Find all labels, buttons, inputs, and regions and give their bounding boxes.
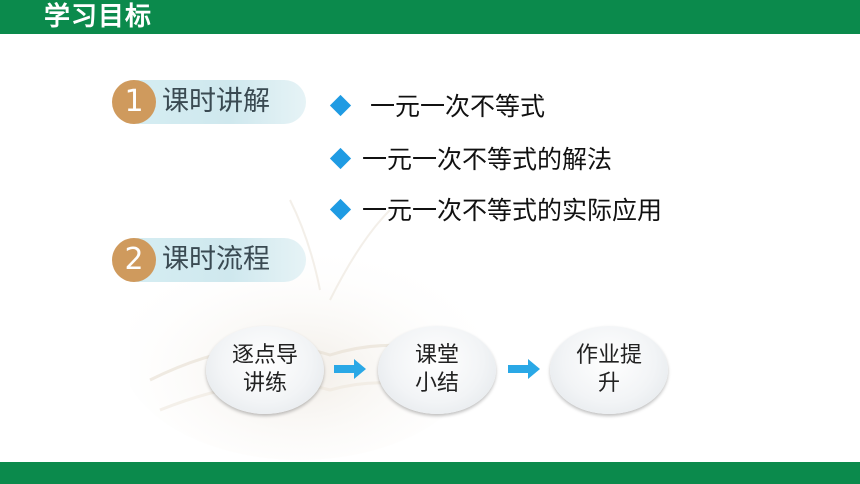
section-1-pill: 1 课时讲解	[112, 80, 306, 124]
section-2-label: 课时流程	[162, 244, 270, 275]
flow-step-label: 课堂小结	[414, 343, 459, 396]
flow-step-label: 作业提升	[575, 343, 642, 396]
diamond-bullet-icon	[329, 94, 352, 116]
flow-step-2[interactable]: 课堂小结	[378, 326, 496, 414]
objective-text: 一元一次不等式	[362, 92, 545, 121]
section-2-pill: 2 课时流程	[112, 238, 306, 282]
section-2-number: 2	[112, 238, 156, 282]
diamond-bullet-icon	[329, 147, 352, 169]
right-arrow-icon	[334, 359, 366, 379]
objective-item-1: 一元一次不等式	[329, 88, 545, 122]
flow-step-label: 逐点导讲练	[231, 343, 298, 396]
right-arrow-icon	[508, 359, 540, 379]
flow-step-1[interactable]: 逐点导讲练	[206, 326, 324, 414]
objective-text: 一元一次不等式的解法	[362, 145, 613, 174]
objective-item-2: 一元一次不等式的解法	[329, 141, 613, 175]
objective-text: 一元一次不等式的实际应用	[362, 196, 663, 225]
diamond-bullet-icon	[329, 198, 352, 220]
header-bar: 学习目标	[0, 0, 860, 34]
page-title: 学习目标	[44, 2, 153, 32]
objective-item-3: 一元一次不等式的实际应用	[329, 192, 663, 226]
flow-step-3[interactable]: 作业提升	[550, 326, 668, 414]
section-1-label: 课时讲解	[162, 86, 270, 117]
footer-bar	[0, 462, 860, 484]
section-1-number: 1	[112, 80, 156, 124]
